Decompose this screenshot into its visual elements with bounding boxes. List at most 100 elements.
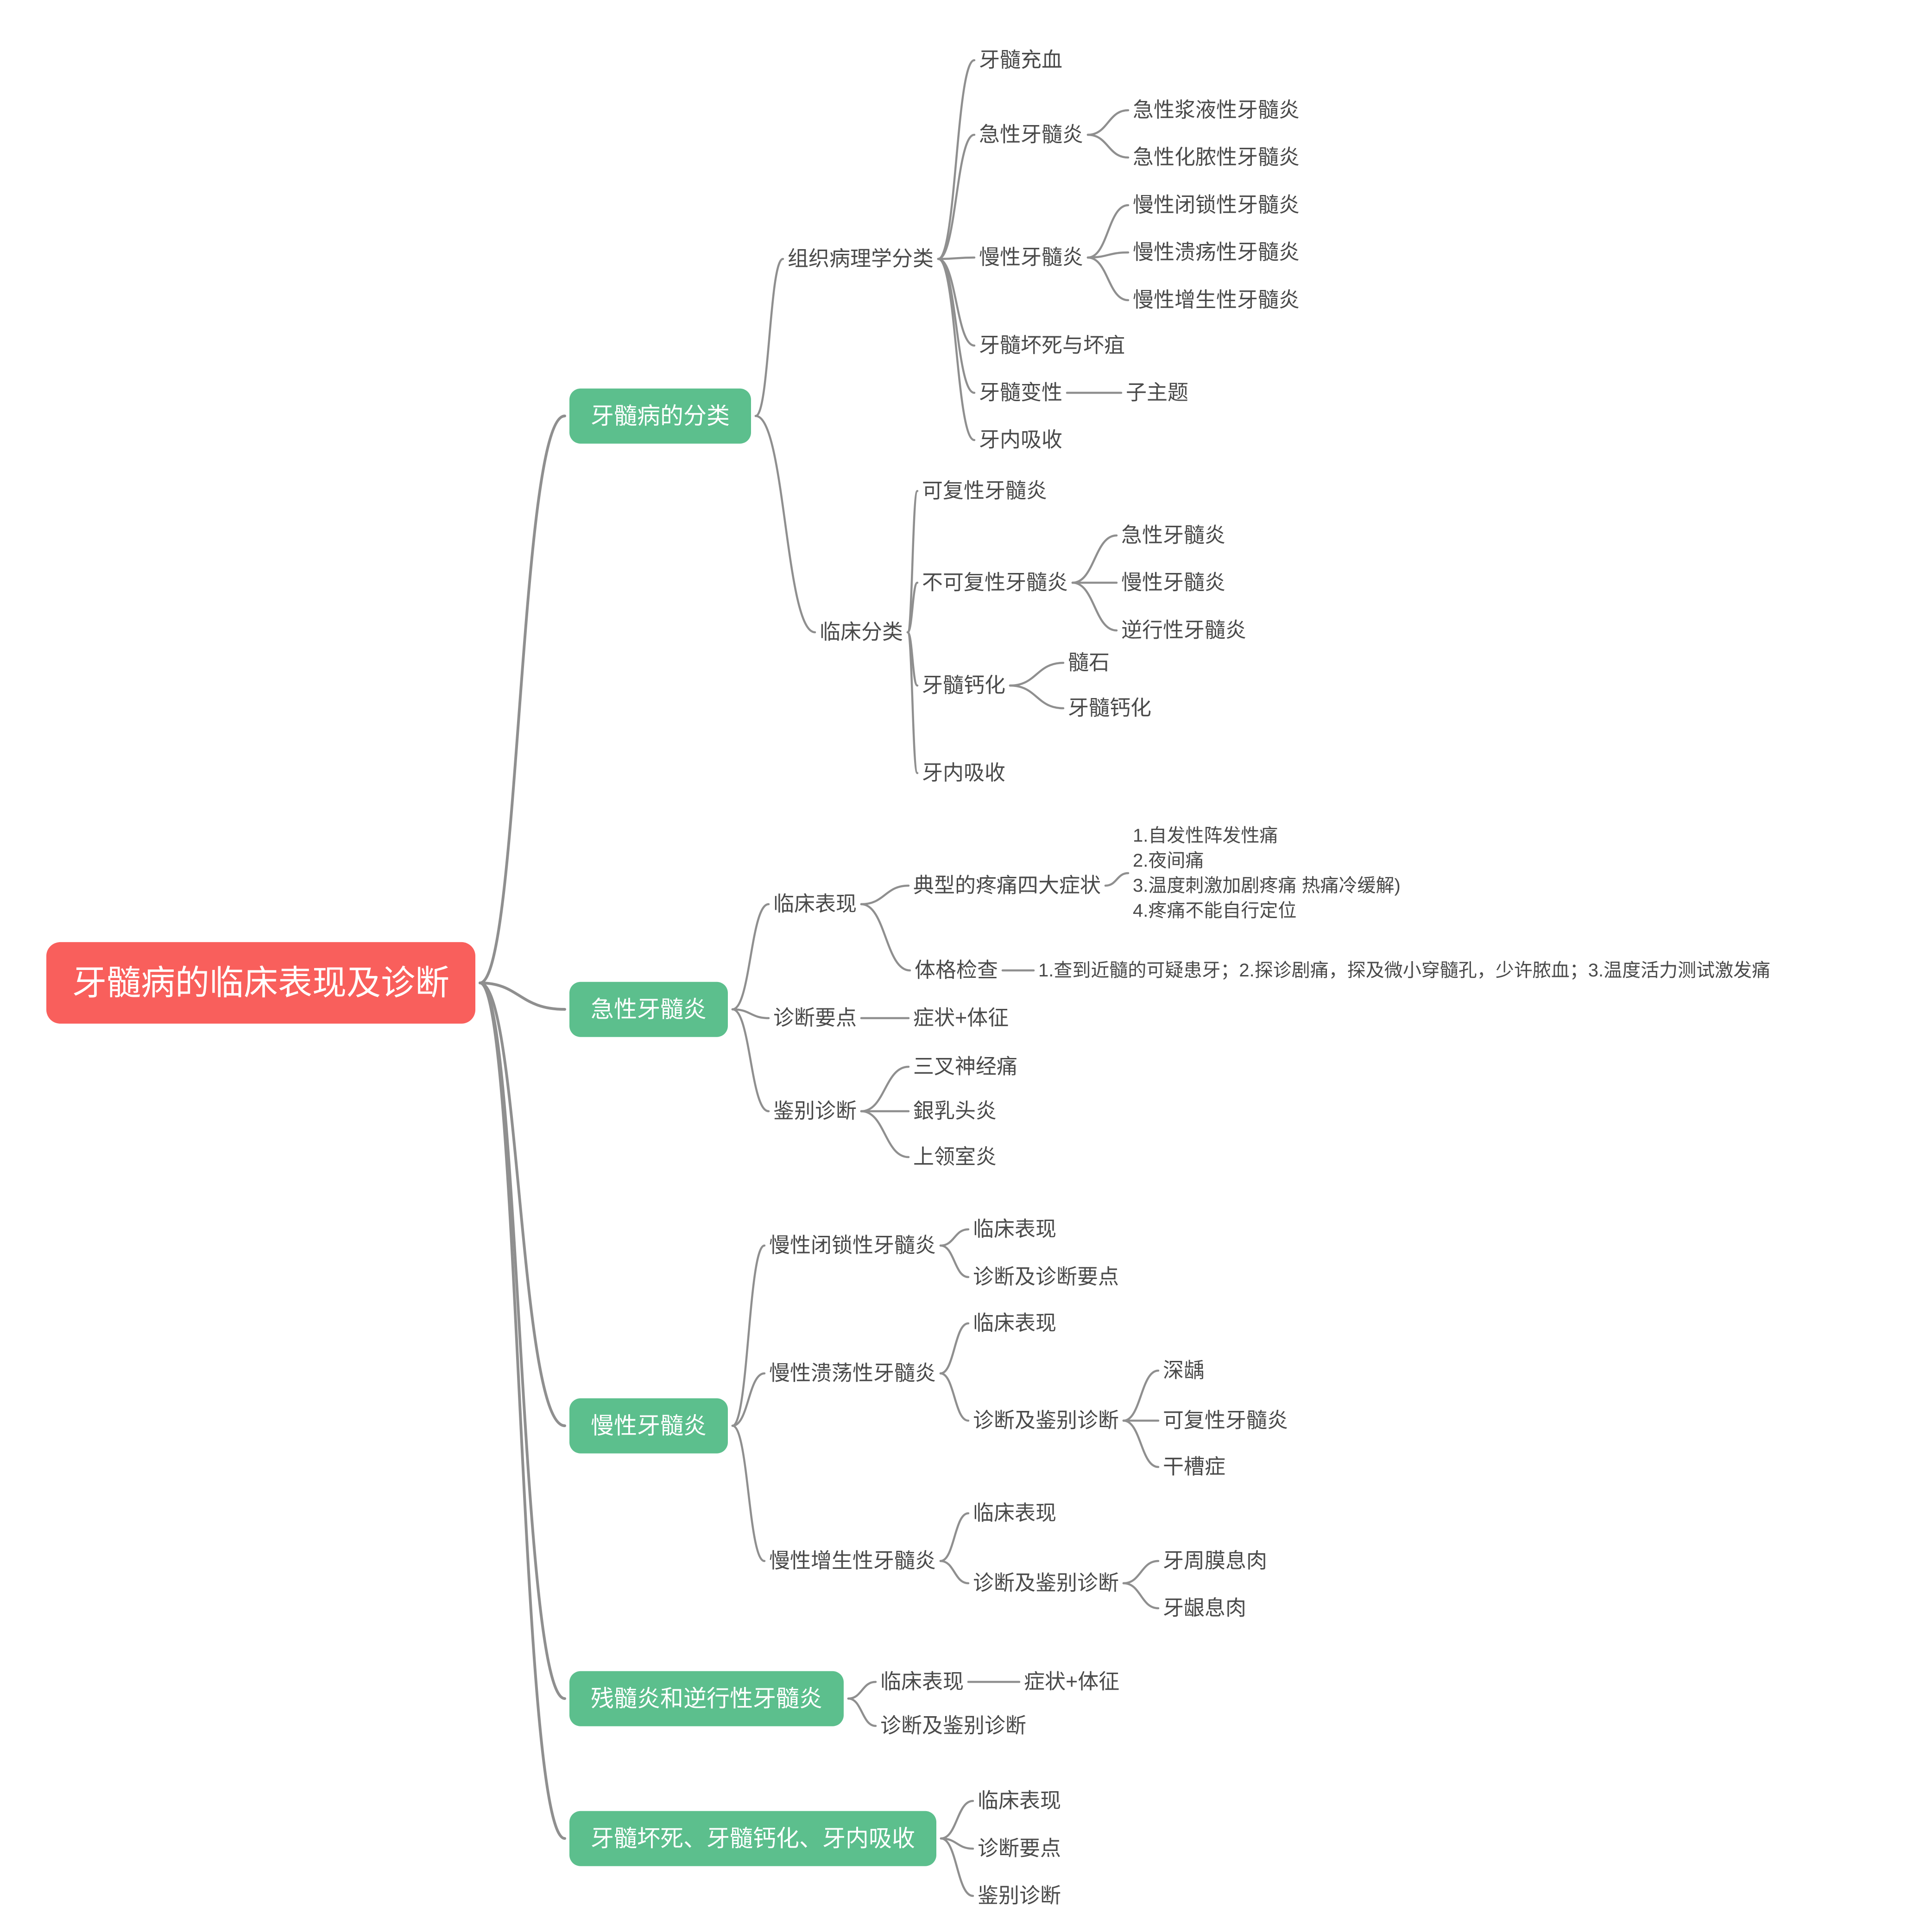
connector-b1c2-b1c2c [906, 631, 919, 687]
mindmap-topic-node-b2c1b1[interactable]: 1.查到近髓的可疑患牙；2.探诊剧痛，探及微小穿髓孔，少许脓血；3.温度活力测试… [1038, 960, 1771, 981]
mindmap-topic-node-b1c1c[interactable]: 慢性牙髓炎 [979, 245, 1084, 269]
mindmap-topic-node-b2c1[interactable]: 临床表现 [773, 892, 857, 916]
connector-b1c2b-b1c2b1 [1071, 534, 1118, 584]
mindmap-topic-node-b3c3b1[interactable]: 牙周膜息肉 [1163, 1548, 1268, 1573]
mindmap-topic-node-b2c2a[interactable]: 症状+体征 [913, 1006, 1009, 1030]
mindmap-topic-node-b3c2[interactable]: 慢性溃荡性牙髓炎 [769, 1361, 936, 1385]
mindmap-topic-node-b2c3b[interactable]: 銀乳头炎 [913, 1099, 997, 1123]
mindmap-topic-node-b2c1b[interactable]: 体格检查 [915, 958, 998, 982]
connector-b1-b1c2 [754, 415, 816, 634]
connector-b1c1c-b1c1c3 [1086, 256, 1130, 302]
mindmap-topic-node-b2c3[interactable]: 鉴别诊断 [773, 1099, 857, 1123]
mindmap-topic-node-b1c2c1[interactable]: 髓石 [1068, 650, 1110, 674]
mindmap-topic-node-b3c2b3[interactable]: 干槽症 [1163, 1454, 1226, 1479]
mindmap-topic-node-b1c2c[interactable]: 牙髓钙化 [922, 673, 1006, 697]
mindmap-topic-node-b3c3b[interactable]: 诊断及鉴别诊断 [973, 1571, 1119, 1595]
connector-b1-b1c1 [754, 258, 784, 417]
mindmap-topic-node-b2c3c[interactable]: 上领室炎 [913, 1145, 997, 1169]
connector-root-b1 [479, 415, 566, 984]
mindmap-topic-node-b1c2b3[interactable]: 逆行性牙髓炎 [1121, 618, 1247, 642]
connector-b3c1-b3c1b [939, 1244, 970, 1278]
connector-b2c1-b2c1a [860, 884, 910, 906]
mindmap-topic-node-b3c1a[interactable]: 临床表现 [973, 1217, 1057, 1241]
mindmap-topic-node-b1c1c3[interactable]: 慢性增生性牙髓炎 [1133, 288, 1300, 312]
connector-b2c1-b2c1b [860, 903, 911, 972]
mindmap-topic-node-b1c2a[interactable]: 可复性牙髓炎 [922, 478, 1048, 503]
mindmap-topic-node-b3c2a[interactable]: 临床表现 [973, 1311, 1057, 1335]
connector-b1c1b-b1c1b2 [1086, 133, 1130, 159]
connector-b2c1a-b2c1a1 [1104, 872, 1130, 887]
connector-root-b2 [479, 982, 566, 1011]
mindmap-topic-node-b1c1b[interactable]: 急性牙髓炎 [979, 122, 1084, 146]
mindmap-topic-node-b2c1a1[interactable]: 1.自发性阵发性痛 2.夜间痛 3.温度刺激加剧疼痛 热痛冷缓解) 4.疼痛不能… [1133, 825, 1401, 921]
mindmap-topic-node-b3c2b1[interactable]: 深龋 [1163, 1358, 1205, 1382]
connector-b2-b2c2 [731, 1008, 770, 1020]
mindmap-topic-node-b2c1a[interactable]: 典型的疼痛四大症状 [913, 873, 1101, 897]
mindmap-topic-node-b1c1a[interactable]: 牙髓充血 [979, 48, 1063, 72]
mindmap-topic-node-b1c1e[interactable]: 牙髓变性 [979, 380, 1063, 404]
connector-b2-b2c1 [731, 903, 770, 1011]
connector-b1c2b-b1c2b3 [1071, 581, 1118, 632]
mindmap-topic-node-b1c1b1[interactable]: 急性浆液性牙髓炎 [1133, 98, 1300, 122]
connector-b1c1-b1c1c [937, 256, 976, 260]
mindmap-topic-node-b2c3a[interactable]: 三叉神经痛 [913, 1054, 1018, 1078]
connector-b3c2b-b3c2b3 [1122, 1419, 1160, 1468]
mindmap-topic-node-b1c1c2[interactable]: 慢性溃疡性牙髓炎 [1133, 240, 1300, 264]
mindmap-topic-node-b3c3a[interactable]: 临床表现 [973, 1501, 1057, 1525]
connector-b3c3-b3c3b [939, 1560, 970, 1585]
mindmap-topic-node-b1c1e1[interactable]: 子主题 [1126, 380, 1189, 404]
mindmap-topic-node-b4c2[interactable]: 诊断及鉴别诊断 [880, 1713, 1027, 1737]
connector-b1c2-b1c2b [906, 581, 919, 634]
connector-b1c1-b1c1f [937, 258, 976, 441]
connector-b5-b5c1 [940, 1800, 974, 1840]
mindmap-topic-node-b1c1[interactable]: 组织病理学分类 [788, 246, 934, 271]
mindmap-topic-node-b3c2b2[interactable]: 可复性牙髓炎 [1163, 1408, 1288, 1432]
mindmap-topic-node-b3c1b[interactable]: 诊断及诊断要点 [973, 1265, 1119, 1289]
connector-b1c1b-b1c1b1 [1086, 109, 1130, 136]
connector-b3c2-b3c2a [939, 1322, 970, 1375]
connector-b4-b4c1 [847, 1681, 877, 1700]
connector-b3c2b-b3c2b1 [1122, 1369, 1160, 1422]
connector-b1c2c-b1c2c1 [1009, 661, 1065, 687]
mindmap-branch-node-b2[interactable]: 急性牙髓炎 [569, 982, 728, 1037]
connector-b2c3-b2c3c [860, 1110, 910, 1158]
mindmap-topic-node-b3c3b2[interactable]: 牙龈息肉 [1163, 1596, 1247, 1620]
mindmap-branch-node-b1[interactable]: 牙髓病的分类 [569, 388, 751, 444]
connector-b1c1-b1c1e [937, 258, 976, 394]
mindmap-topic-node-b1c1c1[interactable]: 慢性闭锁性牙髓炎 [1133, 193, 1300, 217]
mindmap-topic-node-b3c1[interactable]: 慢性闭锁性牙髓炎 [769, 1233, 936, 1257]
mindmap-root-node[interactable]: 牙髓病的临床表现及诊断 [46, 942, 475, 1024]
mindmap-topic-node-b2c2[interactable]: 诊断要点 [773, 1006, 857, 1030]
connector-b5-b5c2 [940, 1837, 974, 1850]
mindmap-topic-node-b3c2b[interactable]: 诊断及鉴别诊断 [973, 1408, 1119, 1432]
mindmap-topic-node-b3c3[interactable]: 慢性增生性牙髓炎 [769, 1548, 936, 1573]
connector-root-b5 [479, 982, 566, 1840]
mindmap-topic-node-b4c1a[interactable]: 症状+体征 [1024, 1669, 1120, 1693]
mindmap-topic-node-b1c1d[interactable]: 牙髓坏死与坏疽 [979, 333, 1125, 357]
mindmap-topic-node-b1c2b2[interactable]: 慢性牙髓炎 [1121, 570, 1226, 594]
mindmap-topic-node-b1c2b[interactable]: 不可复性牙髓炎 [922, 570, 1068, 594]
mindmap-topic-node-b1c2[interactable]: 临床分类 [820, 620, 903, 644]
mindmap-topic-node-b1c2c2[interactable]: 牙髓钙化 [1068, 696, 1152, 720]
mindmap-topic-node-b5c3[interactable]: 鉴别诊断 [978, 1883, 1061, 1907]
mindmap-branch-node-b4[interactable]: 残髓炎和逆行性牙髓炎 [569, 1671, 844, 1726]
mindmap-branch-node-b3[interactable]: 慢性牙髓炎 [569, 1398, 728, 1454]
connector-b2-b2c3 [731, 1008, 770, 1113]
connector-root-b4 [479, 982, 566, 1700]
connector-b4-b4c2 [847, 1697, 877, 1727]
mindmap-topic-node-b1c1b2[interactable]: 急性化脓性牙髓炎 [1133, 145, 1300, 169]
mindmap-topic-node-b4c1[interactable]: 临床表现 [880, 1669, 964, 1693]
mindmap-topic-node-b5c1[interactable]: 临床表现 [978, 1788, 1061, 1813]
mindmap-topic-node-b1c1f[interactable]: 牙内吸收 [979, 428, 1063, 452]
mindmap-topic-node-b1c2d[interactable]: 牙内吸收 [922, 761, 1006, 785]
connector-b3-b3c1 [731, 1244, 766, 1427]
connector-b3c1-b3c1a [939, 1228, 970, 1247]
connector-b1c1c-b1c1c1 [1086, 204, 1130, 259]
mindmap-topic-node-b5c2[interactable]: 诊断要点 [978, 1836, 1061, 1860]
mindmap-branch-node-b5[interactable]: 牙髓坏死、牙髓钙化、牙内吸收 [569, 1811, 936, 1866]
connector-b1c2c-b1c2c2 [1009, 684, 1065, 710]
connector-b5-b5c3 [940, 1837, 974, 1897]
mindmap-topic-node-b1c2b1[interactable]: 急性牙髓炎 [1121, 523, 1226, 547]
connector-b3c3-b3c3a [939, 1512, 970, 1562]
